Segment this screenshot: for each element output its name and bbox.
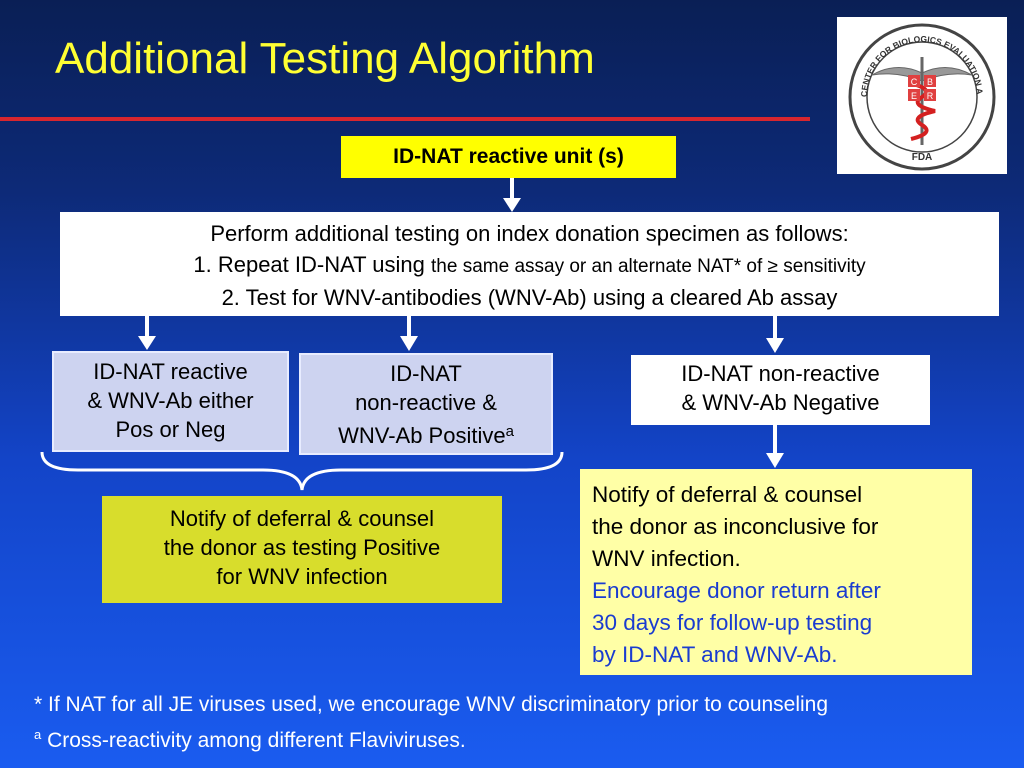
page-title: Additional Testing Algorithm <box>55 34 595 83</box>
footnote-mark: a <box>34 727 42 742</box>
outcome-b-line-1: ID-NAT <box>390 361 462 386</box>
notify-inc-line-5: 30 days for follow-up testing <box>592 610 873 635</box>
notify-positive-line-3: for WNV infection <box>216 564 388 589</box>
perform-line-2-main: 1. Repeat ID-NAT using <box>193 252 425 277</box>
cber-fda-logo: CENTER FOR BIOLOGICS EVALUATION AND RESE… <box>834 9 1007 174</box>
logo-fda-text: FDA <box>912 152 933 163</box>
logo-letter-e: E <box>911 91 917 101</box>
notify-positive-line-1: Notify of deferral & counsel <box>169 506 435 531</box>
arrow-down-icon <box>766 316 784 353</box>
notify-positive-box: Notify of deferral & counsel the donor a… <box>102 496 502 603</box>
footnote-cross-reactivity-row: a Cross-reactivity among different Flavi… <box>34 720 828 756</box>
notify-positive-line-2: the donor as testing Positive <box>163 535 441 560</box>
title-divider <box>0 117 810 121</box>
notify-inc-line-6: by ID-NAT and WNV-Ab. <box>592 642 838 667</box>
notify-inc-line-4: Encourage donor return after <box>592 578 881 603</box>
arrow-down-icon <box>138 316 156 350</box>
brace-connector <box>40 451 564 491</box>
perform-line-2-small: the same assay or an alternate NAT* of ≥… <box>431 256 866 277</box>
outcome-b-line-2: non-reactive & <box>355 390 497 415</box>
perform-line-1: Perform additional testing on index dona… <box>210 221 849 246</box>
notify-inc-line-1: Notify of deferral & counsel <box>592 482 863 507</box>
notify-inc-line-3: WNV infection. <box>592 546 741 571</box>
perform-line-3: 2. Test for WNV-antibodies (WNV-Ab) usin… <box>221 285 838 310</box>
notify-inconclusive-box: Notify of deferral & counsel the donor a… <box>580 469 972 675</box>
footnote-cross-reactivity: Cross-reactivity among different Flavivi… <box>47 729 466 752</box>
start-box-reactive-unit: ID-NAT reactive unit (s) <box>341 136 676 178</box>
outcome-b-line-3: WNV-Ab Positivea <box>301 417 551 450</box>
perform-line-2: 1. Repeat ID-NAT using the same assay or… <box>60 249 999 282</box>
outcome-c-line-1: ID-NAT non-reactive <box>681 361 880 386</box>
outcome-a-line-2: & WNV-Ab either <box>87 388 254 413</box>
outcome-b-line-3-text: WNV-Ab Positive <box>338 423 506 448</box>
outcome-a-line-1: ID-NAT reactive <box>93 359 248 384</box>
footnote-nat: * If NAT for all JE viruses used, we enc… <box>34 693 829 716</box>
perform-testing-box: Perform additional testing on index dona… <box>60 212 999 316</box>
outcome-a-line-3: Pos or Neg <box>115 417 226 442</box>
arrow-down-icon <box>400 316 418 351</box>
footnotes: * If NAT for all JE viruses used, we enc… <box>34 690 828 756</box>
seal-icon: CENTER FOR BIOLOGICS EVALUATION AND RESE… <box>834 9 996 171</box>
logo-letter-b: B <box>927 77 933 87</box>
outcome-nonreactive-positive-box: ID-NAT non-reactive & WNV-Ab Positivea <box>299 353 553 455</box>
outcome-reactive-box: ID-NAT reactive & WNV-Ab either Pos or N… <box>52 351 289 452</box>
footnote-mark-a: a <box>505 423 514 440</box>
notify-inc-line-2: the donor as inconclusive for <box>592 514 879 539</box>
outcome-nonreactive-negative-box: ID-NAT non-reactive & WNV-Ab Negative <box>631 355 930 425</box>
logo-letter-c: C <box>911 77 918 87</box>
arrow-down-icon <box>503 178 521 212</box>
logo-letter-r: R <box>927 91 934 101</box>
outcome-c-line-2: & WNV-Ab Negative <box>681 390 880 415</box>
arrow-down-icon <box>766 425 784 468</box>
